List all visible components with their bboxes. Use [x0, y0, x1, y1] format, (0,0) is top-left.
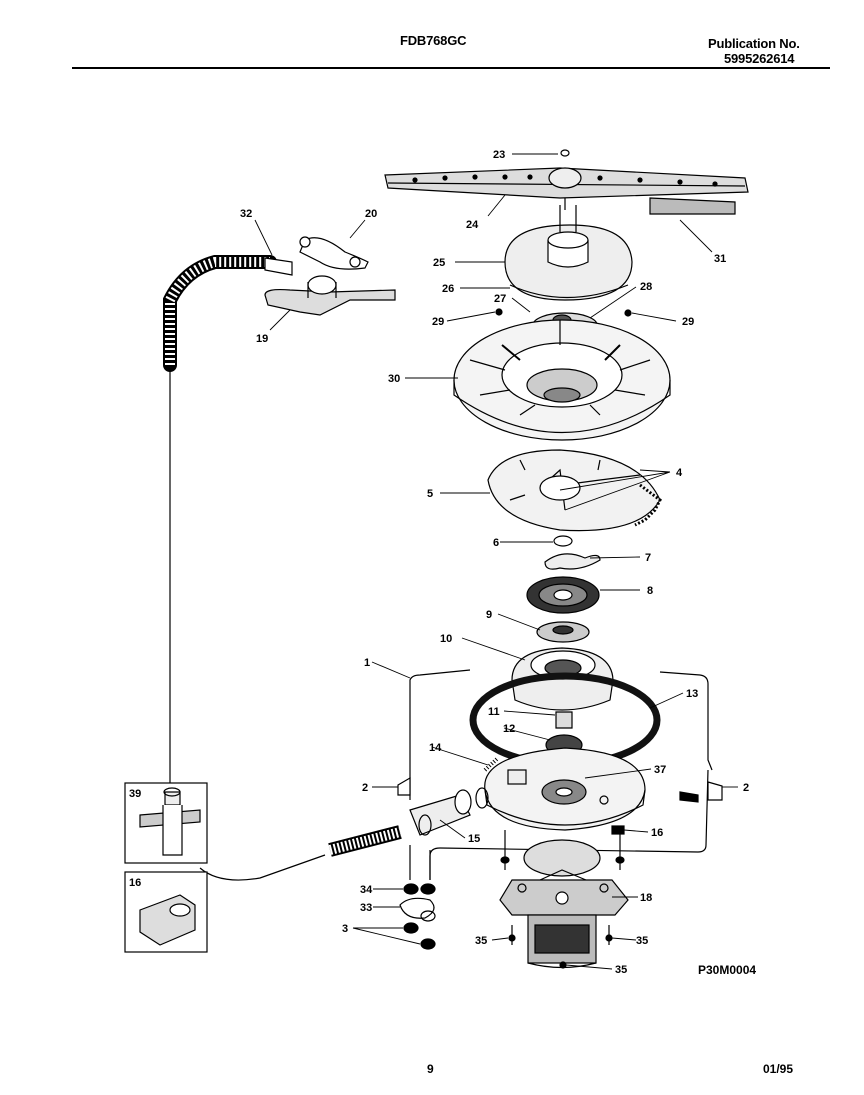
- leader-lines: [254, 153, 738, 970]
- callout-32: 32: [240, 208, 252, 220]
- callout-13: 13: [686, 688, 698, 700]
- lower-spray-arm: [264, 236, 396, 316]
- impeller-part-8: [526, 576, 600, 614]
- publication-number: 5995262614: [724, 51, 795, 66]
- callout-26: 26: [442, 283, 454, 295]
- callout-7: 7: [645, 552, 651, 564]
- callout-29-left: 29: [432, 316, 444, 328]
- screw-29-left: [495, 308, 503, 316]
- pump-housing: [453, 319, 671, 441]
- motor-mount-base: [483, 747, 646, 831]
- drawing-code: P30M0004: [698, 963, 757, 977]
- screws-35: [508, 925, 613, 945]
- callout-20: 20: [365, 208, 377, 220]
- seal-part-7: [544, 553, 601, 570]
- upper-spray-arm: [384, 149, 749, 215]
- callout-31: 31: [714, 253, 726, 265]
- shaft-part-11: [555, 711, 573, 729]
- callout-35-left: 35: [475, 935, 487, 947]
- callout-14: 14: [429, 742, 442, 754]
- callout-12: 12: [503, 723, 515, 735]
- bracket-left: [397, 776, 411, 796]
- callout-4: 4: [676, 467, 683, 479]
- inset-part-16: [139, 894, 196, 946]
- callout-19: 19: [256, 333, 268, 345]
- callout-35-right: 35: [636, 935, 648, 947]
- page-number: 9: [427, 1062, 434, 1076]
- callout-15: 15: [468, 833, 480, 845]
- bracket-right: [707, 781, 723, 801]
- wire-harness: [409, 669, 713, 880]
- callout-30: 30: [388, 373, 400, 385]
- callout-16-inset: 16: [129, 877, 141, 889]
- callout-34: 34: [360, 884, 373, 896]
- header-rule: [72, 67, 830, 69]
- callout-37: 37: [654, 764, 666, 776]
- callout-25: 25: [433, 257, 445, 269]
- revision-date: 01/95: [763, 1062, 794, 1076]
- callout-3: 3: [342, 923, 348, 935]
- callout-27: 27: [494, 293, 506, 305]
- publication-label: Publication No.: [708, 36, 800, 51]
- callout-2-right: 2: [743, 782, 749, 794]
- callout-39: 39: [129, 788, 141, 800]
- callout-35-bottom: 35: [615, 964, 627, 976]
- seal-part-9: [536, 621, 590, 643]
- inset-part-39: [139, 787, 201, 856]
- fasteners: [399, 845, 436, 950]
- callout-8: 8: [647, 585, 653, 597]
- motor: [499, 839, 629, 969]
- callout-24: 24: [466, 219, 479, 231]
- callout-2-left: 2: [362, 782, 368, 794]
- callout-16: 16: [651, 827, 663, 839]
- callout-1: 1: [364, 657, 370, 669]
- callout-6: 6: [493, 537, 499, 549]
- o-ring: [553, 535, 573, 547]
- callout-10: 10: [440, 633, 452, 645]
- spray-tower-cover: [504, 205, 633, 301]
- model-number: FDB768GC: [400, 33, 467, 48]
- screw-29-right: [624, 309, 632, 317]
- callout-33: 33: [360, 902, 372, 914]
- hose-fitting: [409, 787, 489, 836]
- drain-hose-line: [199, 854, 326, 881]
- filter-plate: [487, 449, 662, 532]
- callout-29-right: 29: [682, 316, 694, 328]
- callout-9: 9: [486, 609, 492, 621]
- callout-5: 5: [427, 488, 433, 500]
- callout-23: 23: [493, 149, 505, 161]
- callout-28: 28: [640, 281, 652, 293]
- callout-18: 18: [640, 892, 652, 904]
- callout-11: 11: [488, 706, 500, 718]
